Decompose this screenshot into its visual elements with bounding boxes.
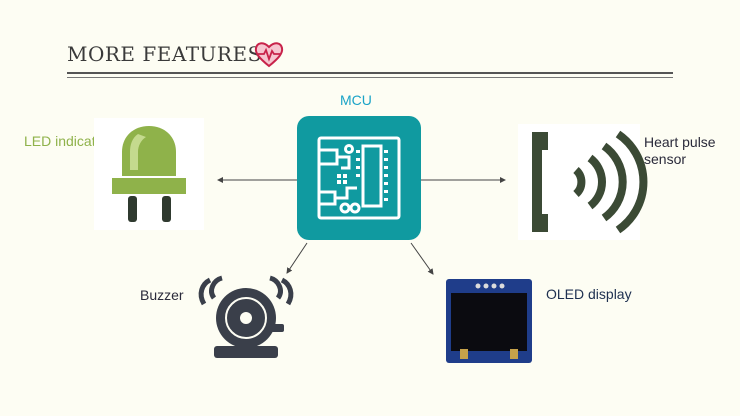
header-divider — [67, 72, 673, 74]
mcu-node — [297, 116, 421, 240]
buzzer-label: Buzzer — [140, 287, 184, 303]
led-label: LED indicator — [24, 133, 109, 149]
bell-icon — [198, 275, 294, 358]
edge-mcu-buzzer — [286, 242, 308, 274]
mcu-label: MCU — [340, 92, 372, 108]
heart-pulse-label: Heart pulse sensor — [644, 134, 716, 167]
page-title: MORE FEATURES — [67, 42, 262, 66]
pulse-sensor-icon — [532, 130, 648, 234]
header-divider-thin — [67, 77, 673, 78]
led-icon — [112, 126, 186, 222]
edge-mcu-oled — [410, 242, 434, 275]
led-node — [94, 118, 204, 230]
heart-pulse-icon — [254, 42, 284, 68]
circuit-board-icon — [317, 136, 401, 220]
oled-screen-icon — [446, 279, 532, 363]
oled-label: OLED display — [546, 286, 632, 302]
heart-pulse-node — [518, 124, 648, 240]
